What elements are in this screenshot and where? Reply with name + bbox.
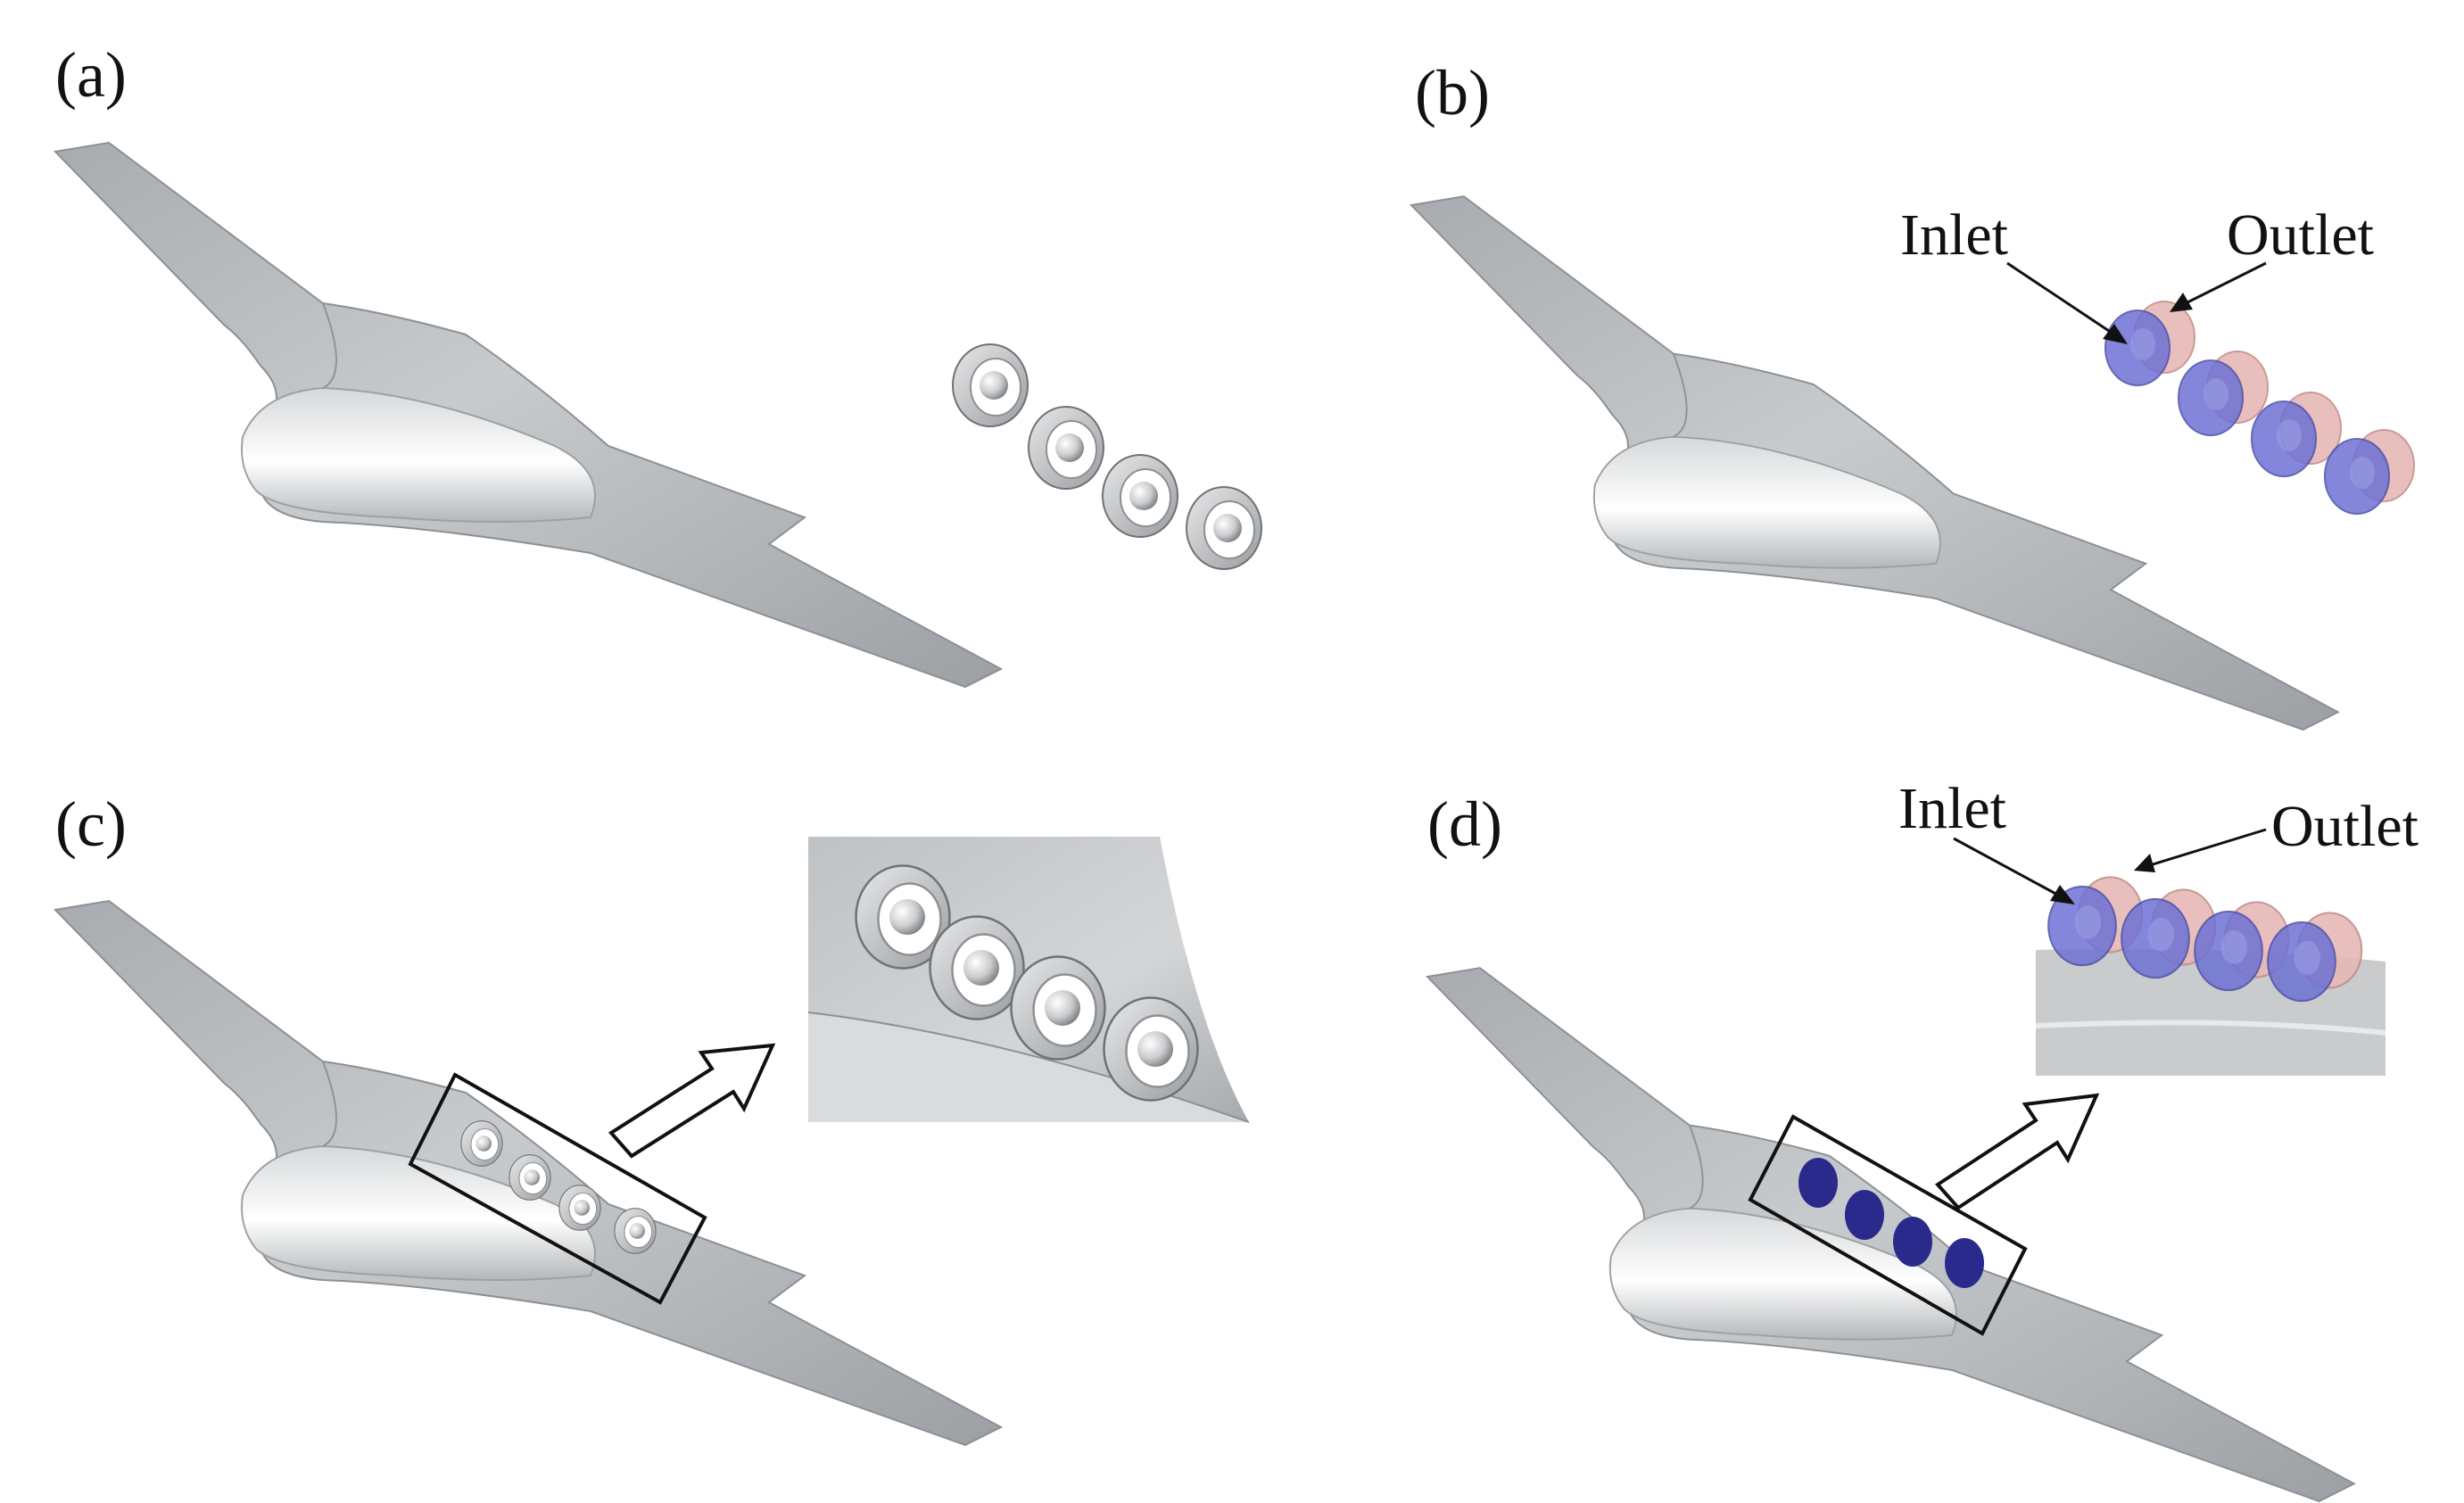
inlet-label-d: Inlet: [1898, 776, 2006, 841]
zoom-arrow-d: [1934, 1093, 2100, 1210]
fan-unit: [509, 1154, 551, 1201]
panel-d-label: (d): [1427, 789, 1502, 860]
inlet-outlet-disk: [2104, 301, 2195, 386]
fan-unit: [929, 915, 1025, 1020]
fan-unit: [614, 1208, 657, 1254]
fan-unit: [1186, 486, 1262, 570]
inlet-disk: [1945, 1238, 1984, 1288]
fan-unit: [1103, 996, 1199, 1102]
inlet-label-b: Inlet: [1900, 202, 2008, 268]
fan-unit: [1102, 454, 1178, 538]
inset-d: [2035, 863, 2386, 1076]
outlet-arrow-d: [2134, 828, 2267, 872]
disk-array-b: [2104, 301, 2415, 515]
inlet-arrow-b: [2006, 261, 2128, 344]
inlet-arrow-d: [1953, 837, 2075, 904]
inlet-disk: [1798, 1158, 1838, 1208]
fan-unit: [1010, 955, 1106, 1061]
highlight-frame-c: [408, 1072, 707, 1305]
inlet-disk: [1893, 1217, 1932, 1267]
aircraft-model-b: [1410, 195, 2339, 731]
panel-b: (b) Inlet Outlet: [1410, 57, 2415, 731]
outlet-arrow-b: [2170, 261, 2267, 312]
fan-unit: [1028, 406, 1104, 490]
panel-a: (a): [54, 39, 1262, 688]
outlet-label-b: Outlet: [2227, 202, 2374, 268]
embedded-disks-d: [1798, 1158, 1984, 1288]
panel-c-label: (c): [55, 789, 127, 860]
fan-unit: [460, 1120, 503, 1167]
panel-b-label: (b): [1415, 57, 1490, 128]
fan-unit: [952, 343, 1029, 427]
inlet-disk: [1845, 1190, 1884, 1240]
panel-a-label: (a): [55, 39, 127, 111]
fan-unit: [558, 1185, 601, 1231]
zoom-arrow-c: [608, 1043, 776, 1159]
outlet-label-d: Outlet: [2271, 794, 2419, 859]
inset-c: [807, 837, 1250, 1123]
aircraft-model-a: [54, 142, 1002, 688]
highlight-frame-d: [1748, 1114, 2028, 1336]
panel-c: (c): [54, 789, 1250, 1446]
fan-array-a: [952, 343, 1262, 570]
panel-d: (d) Inlet Outlet: [1426, 776, 2419, 1502]
